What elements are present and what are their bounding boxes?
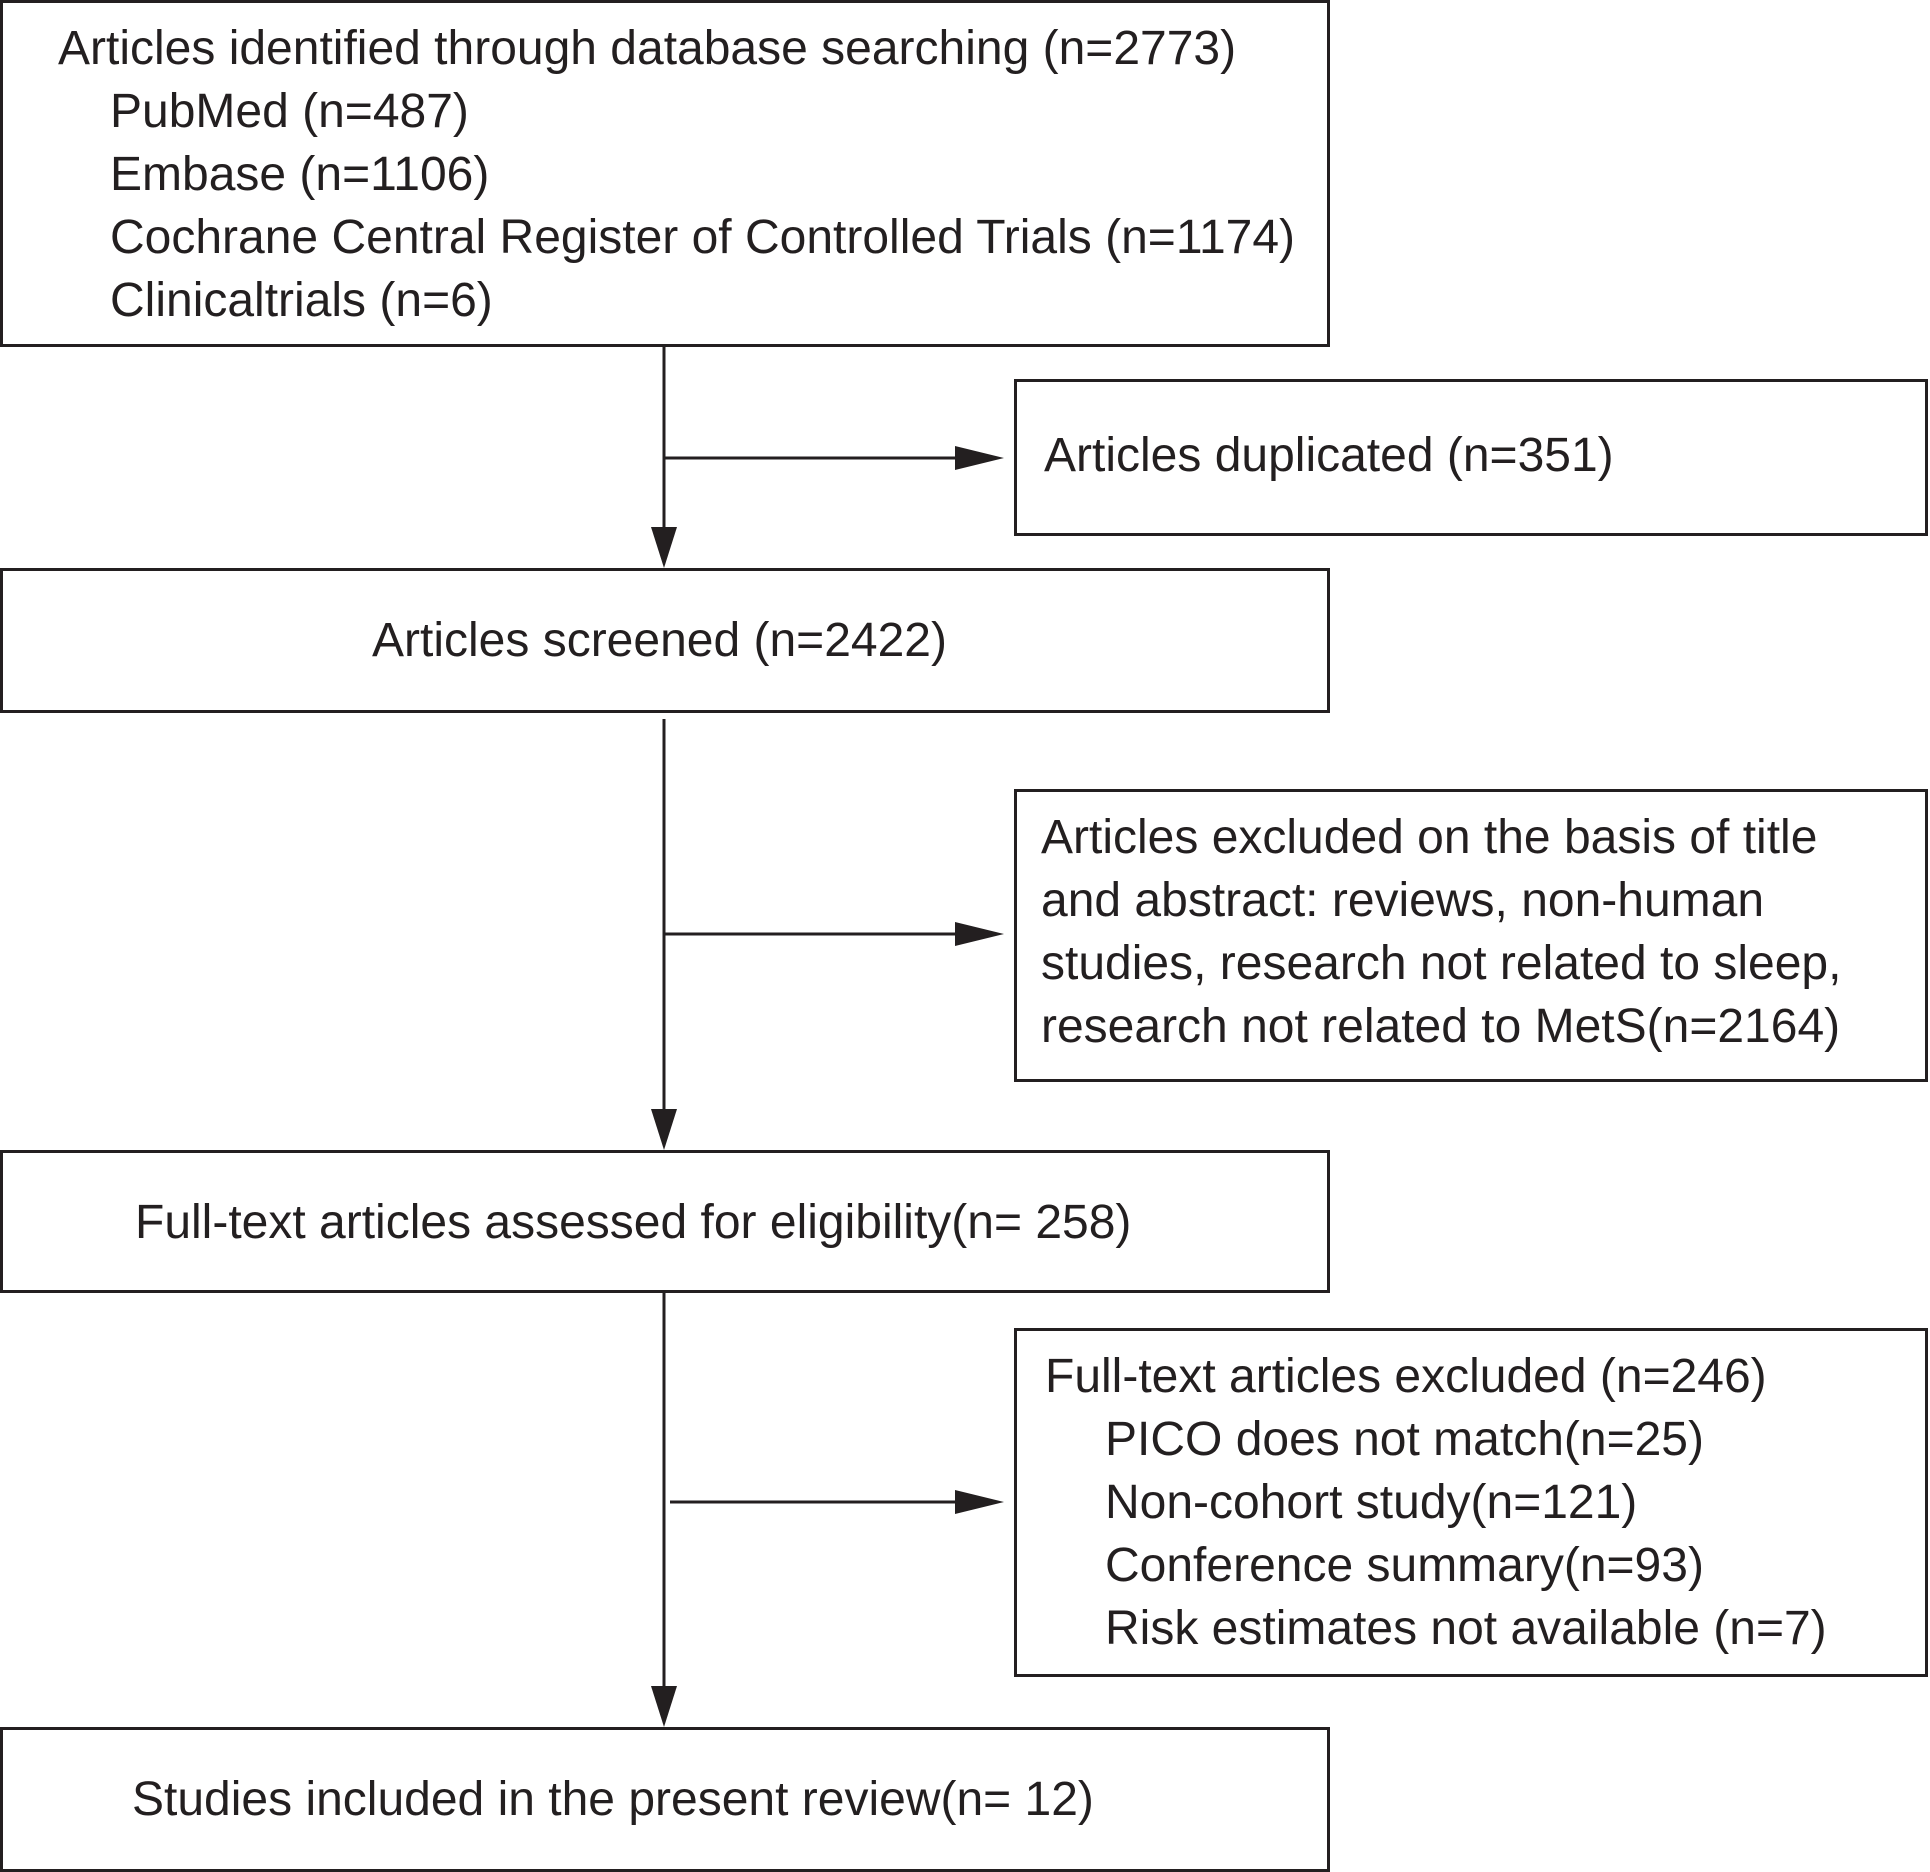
included-box: Studies included in the present review(n… [0, 1727, 1330, 1872]
search-title: Articles identified through database sea… [58, 22, 1237, 75]
source-cochrane: Cochrane Central Register of Controlled … [110, 211, 1296, 264]
duplicated-box: Articles duplicated (n=351) [1014, 379, 1928, 536]
screened-text: Articles screened (n=2422) [372, 614, 947, 667]
fulltext-assessed-text: Full-text articles assessed for eligibil… [135, 1196, 1132, 1249]
fulltext-excluded-box: Full-text articles excluded (n=246) PICO… [1014, 1328, 1928, 1677]
source-embase: Embase (n=1106) [110, 148, 490, 201]
source-clinicaltrials: Clinicaltrials (n=6) [110, 274, 493, 327]
reason-non-cohort: Non-cohort study(n=121) [1105, 1476, 1638, 1529]
arrowhead-down-1 [651, 527, 677, 568]
excluded-title-line-2: and abstract: reviews, non-human [1041, 874, 1765, 927]
arrowhead-right-3 [955, 1490, 1004, 1514]
duplicated-text: Articles duplicated (n=351) [1044, 429, 1614, 482]
screened-box: Articles screened (n=2422) [0, 568, 1330, 713]
arrowhead-right-2 [955, 922, 1004, 946]
excluded-title-abstract-box: Articles excluded on the basis of title … [1014, 789, 1928, 1082]
included-text: Studies included in the present review(n… [132, 1773, 1094, 1826]
arrowhead-down-2 [651, 1109, 677, 1150]
fulltext-assessed-box: Full-text articles assessed for eligibil… [0, 1150, 1330, 1293]
search-box: Articles identified through database sea… [0, 0, 1330, 347]
excluded-title-line-4: research not related to MetS(n=2164) [1041, 1000, 1841, 1053]
reason-risk-estimates: Risk estimates not available (n=7) [1105, 1602, 1827, 1655]
arrowhead-right-1 [955, 446, 1004, 470]
reason-pico: PICO does not match(n=25) [1105, 1413, 1704, 1466]
excluded-title-line-3: studies, research not related to sleep, [1041, 937, 1842, 990]
reason-conference: Conference summary(n=93) [1105, 1539, 1704, 1592]
source-pubmed: PubMed (n=487) [110, 85, 469, 138]
arrowhead-down-3 [651, 1686, 677, 1727]
excluded-title-line-1: Articles excluded on the basis of title [1041, 811, 1818, 864]
fulltext-excluded-title: Full-text articles excluded (n=246) [1045, 1350, 1767, 1403]
